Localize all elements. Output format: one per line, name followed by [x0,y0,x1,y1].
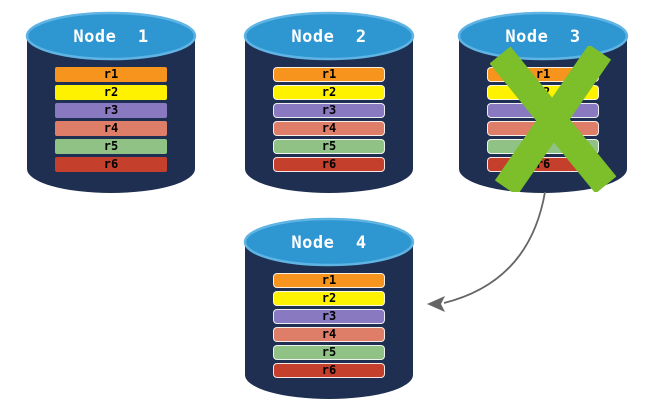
replica-label: r3 [535,103,551,117]
replica-label: r2 [321,85,337,99]
cylinder-top [243,217,415,267]
replica-label: r1 [103,67,119,81]
replica-bar-r5: r5 [487,139,599,154]
replica-label: r2 [103,85,119,99]
replica-label: r2 [535,85,551,99]
replica-bar-r3: r3 [273,309,385,324]
replica-bar-r1: r1 [273,273,385,288]
node-2-title: Node 2 [291,27,367,47]
arrowhead-icon [427,296,445,312]
node-3-title: Node 3 [505,27,581,47]
replica-label: r1 [321,273,337,287]
node-4-title: Node 4 [291,233,367,253]
replica-bar-r1: r1 [273,67,385,82]
replica-label: r5 [321,345,337,359]
replica-bar-r6: r6 [273,157,385,172]
replica-label: r2 [321,291,337,305]
node-2-replicas: r1 r2 r3 r4 r5 r6 [273,67,385,175]
node-3-replicas: r1 r2 r3 r4 r5 r6 [487,67,599,175]
node-2: Node 2 r1 r2 r3 r4 r5 r6 [242,6,416,196]
cylinder-top [25,11,197,61]
replica-bar-r1: r1 [487,67,599,82]
replica-bar-r4: r4 [273,327,385,342]
replica-bar-r3: r3 [273,103,385,118]
replica-label: r5 [103,139,119,153]
replica-label: r3 [321,103,337,117]
node-4-replicas: r1 r2 r3 r4 r5 r6 [273,273,385,381]
replica-bar-r5: r5 [273,345,385,360]
replica-label: r6 [321,157,337,171]
replica-bar-r4: r4 [487,121,599,136]
replica-label: r4 [103,121,119,135]
replica-bar-r3: r3 [55,103,167,118]
node-4: Node 4 r1 r2 r3 r4 r5 r6 [242,212,416,402]
replica-label: r3 [321,309,337,323]
replica-bar-r5: r5 [273,139,385,154]
replica-bar-r2: r2 [55,85,167,100]
replica-bar-r4: r4 [55,121,167,136]
cylinder-top [243,11,415,61]
replica-label: r4 [321,121,337,135]
node-1-title: Node 1 [73,27,149,47]
replica-label: r4 [535,121,551,135]
replica-label: r5 [321,139,337,153]
node-1: Node 1 r1 r2 r3 r4 r5 r6 [24,6,198,196]
replica-label: r6 [103,157,119,171]
replica-label: r5 [535,139,551,153]
replica-bar-r6: r6 [487,157,599,172]
replica-bar-r5: r5 [55,139,167,154]
replica-label: r6 [321,363,337,377]
replica-label: r1 [321,67,337,81]
node-3: Node 3 r1 r2 r3 r4 r5 r6 [456,6,630,196]
replica-label: r1 [535,67,551,81]
replica-bar-r2: r2 [487,85,599,100]
replica-label: r6 [535,157,551,171]
replica-label: r4 [321,327,337,341]
replica-bar-r6: r6 [273,363,385,378]
replica-bar-r4: r4 [273,121,385,136]
replica-bar-r3: r3 [487,103,599,118]
replica-bar-r2: r2 [273,291,385,306]
replica-bar-r1: r1 [55,67,167,82]
replica-bar-r6: r6 [55,157,167,172]
node-1-replicas: r1 r2 r3 r4 r5 r6 [55,67,167,175]
replica-label: r3 [103,103,119,117]
replica-bar-r2: r2 [273,85,385,100]
